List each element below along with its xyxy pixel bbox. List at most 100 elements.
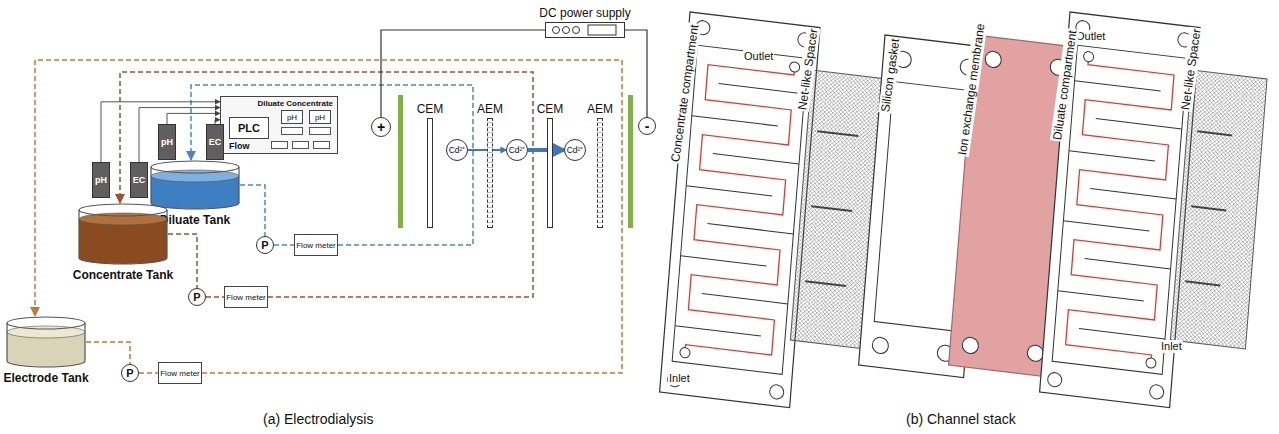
spacer-strand: [1191, 206, 1226, 210]
manifold-hole: [962, 336, 979, 354]
node-text: Concentrate Tank: [73, 268, 173, 282]
pump: P: [121, 364, 139, 382]
channel-baffle: [1058, 291, 1144, 301]
flow-meter: Flow meter: [158, 362, 202, 384]
power-knob: [563, 27, 570, 34]
channel-baffle: [707, 224, 793, 234]
connector: [86, 342, 130, 364]
node-text: +: [377, 120, 385, 134]
node-text: Flow meter: [160, 369, 200, 378]
tank-shape: [78, 203, 168, 265]
power-supply: DC power supply: [545, 22, 625, 38]
plate-frame: [1040, 12, 1200, 408]
node-text: AEM: [587, 102, 613, 116]
spacer-strand: [817, 131, 858, 136]
tank-liquid: [79, 219, 167, 264]
concentrate-pipe: [120, 72, 533, 297]
flow-channel: [685, 57, 795, 363]
sensor-probe: EC: [130, 162, 148, 198]
tank-shape: [150, 160, 240, 210]
cation-membrane: CEM: [427, 118, 433, 228]
node-text: P: [126, 367, 133, 379]
connector: [381, 30, 545, 117]
connector: [274, 244, 294, 246]
channel-stack: [660, 12, 1267, 408]
manifold-hole: [872, 336, 889, 354]
sensor-probe: pH: [158, 124, 176, 160]
spacer-strand: [1185, 281, 1220, 285]
connector: [528, 148, 564, 152]
manifold-hole: [769, 384, 784, 400]
channel-baffle: [702, 294, 788, 304]
node-text: pH: [315, 113, 325, 122]
ion-circle: Cd²⁺: [564, 139, 586, 161]
indicator-slot: [309, 127, 331, 135]
ph-display: pH: [309, 110, 331, 124]
control-panel: Diluate ConcentrateFlow PLC pH pH: [220, 96, 338, 154]
tank-wall: [79, 210, 167, 264]
anode-plate: [398, 95, 403, 228]
tank: Concentrate Tank: [78, 203, 168, 265]
channel-baffle: [692, 116, 778, 126]
node-text: Cd²⁺: [567, 146, 584, 155]
node-text: Electrode Tank: [3, 371, 88, 385]
connector: [139, 372, 158, 374]
node-text: Cd²⁺: [509, 146, 526, 155]
ion-circle: Cd²⁺: [506, 139, 528, 161]
node-text: EC: [133, 175, 146, 185]
cathode-plate: [628, 95, 633, 228]
anion-membrane: AEM: [487, 118, 493, 228]
power-knob: [573, 27, 580, 34]
tank-rim: [7, 317, 85, 329]
channel-baffle: [1096, 119, 1182, 129]
cation-membrane: CEM: [547, 118, 553, 228]
indicator-slot: [313, 141, 330, 149]
node-text: pH: [287, 113, 297, 122]
indicator-slot: [281, 127, 303, 135]
spacer-strand: [811, 206, 852, 211]
flow-channel: [1065, 57, 1175, 363]
channel-baffle: [686, 186, 772, 196]
electrode-sign: -: [638, 117, 656, 135]
node-text: PLC: [238, 122, 260, 134]
flow-meter: Flow meter: [294, 234, 338, 256]
spacer-mesh: [1170, 70, 1267, 349]
node-text: CEM: [417, 102, 444, 116]
sensor-probe: pH: [92, 162, 110, 198]
node-text: Diluate Concentrate: [257, 99, 333, 109]
pump: P: [256, 236, 274, 254]
indicator-slot: [271, 141, 288, 149]
spacer-plate: [1170, 70, 1267, 349]
node-text: Cd²⁺: [449, 146, 466, 155]
plate-frame: [660, 12, 820, 408]
connector: [625, 30, 647, 117]
channel-baffle: [675, 326, 761, 336]
channel-baffle: [1085, 259, 1171, 269]
flow-meter: Flow meter: [224, 286, 268, 308]
channel-baffle: [1079, 329, 1165, 339]
channel-baffle: [1069, 151, 1155, 161]
diluate-pipe: [191, 85, 473, 245]
channel-baffle: [1063, 221, 1149, 231]
tank-rim: [151, 161, 239, 173]
port-label: Outlet: [1075, 30, 1106, 43]
outlet-port: [1083, 51, 1094, 62]
connector: [101, 102, 220, 162]
node-text: pH: [161, 137, 173, 147]
channel-baffle: [713, 154, 799, 164]
flow-field: [1052, 45, 1187, 374]
concentrate-plate: [660, 12, 820, 408]
electrode-sign: +: [371, 117, 391, 137]
connector: [167, 113, 220, 124]
spacer-strand: [805, 281, 846, 286]
outlet-port: [789, 61, 800, 72]
node-text: Flow: [229, 141, 250, 151]
subfigure-caption: (a) Electrodialysis: [262, 411, 374, 427]
channel-baffle: [1075, 81, 1161, 91]
electrode-pipe: [35, 60, 622, 373]
indicator-slot: [292, 141, 309, 149]
sensor-probe: EC: [206, 124, 224, 160]
subfigure-caption: (b) Channel stack: [905, 411, 1017, 427]
tank: Diluate Tank: [150, 160, 240, 210]
